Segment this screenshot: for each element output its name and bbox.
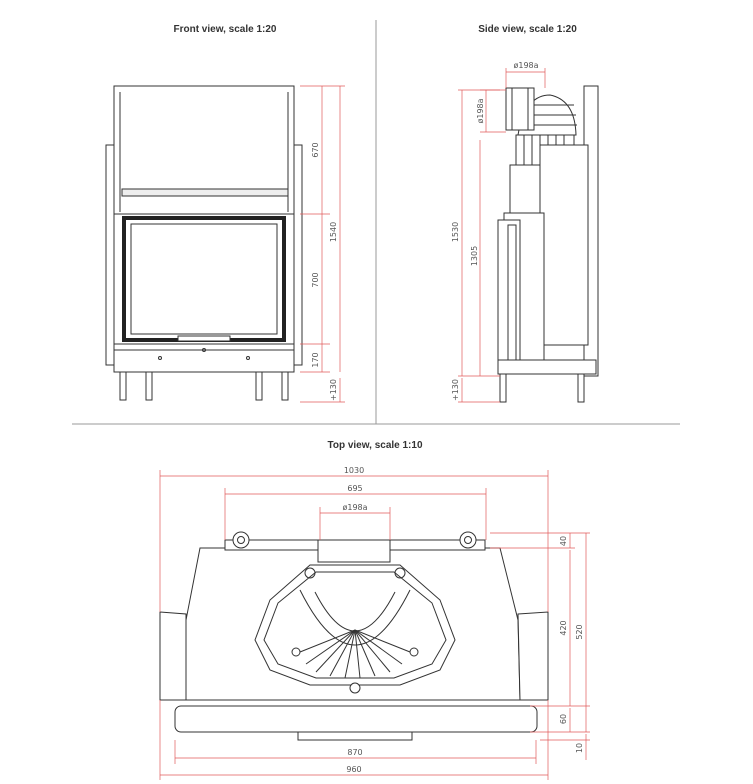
top-dim-10: 10 xyxy=(575,743,584,753)
side-dim-130: +130 xyxy=(451,379,460,401)
side-dim-flue-side: ø198a xyxy=(476,98,485,123)
top-dim-520: 520 xyxy=(575,624,584,639)
top-dim-870: 870 xyxy=(347,748,362,757)
side-view-drawing xyxy=(497,85,599,403)
front-dim-670: 670 xyxy=(311,142,320,157)
front-dim-170: 170 xyxy=(311,352,320,367)
top-dim-695: 695 xyxy=(347,484,362,493)
front-view-drawing xyxy=(105,85,303,401)
side-view-dimensions xyxy=(458,68,546,403)
top-view-drawing xyxy=(159,531,549,741)
side-dim-flue-top: ø198a xyxy=(513,61,538,70)
front-dim-700: 700 xyxy=(311,272,320,287)
front-view-dimensions xyxy=(300,85,345,403)
front-dim-1540: 1540 xyxy=(329,222,338,242)
top-view-dimensions xyxy=(159,470,590,780)
side-view-title: Side view, scale 1:20 xyxy=(478,24,577,35)
top-dim-60: 60 xyxy=(559,714,568,724)
top-view-title: Top view, scale 1:10 xyxy=(327,440,423,451)
front-view-title: Front view, scale 1:20 xyxy=(173,24,277,35)
side-dim-1305: 1305 xyxy=(470,246,479,266)
top-dim-420: 420 xyxy=(559,620,568,635)
side-dim-1530: 1530 xyxy=(451,222,460,242)
top-dim-1030: 1030 xyxy=(344,466,364,475)
top-dim-flue: ø198a xyxy=(342,503,367,512)
front-dim-130: +130 xyxy=(329,379,338,401)
top-dim-960: 960 xyxy=(346,765,361,774)
top-dim-40: 40 xyxy=(559,536,568,546)
